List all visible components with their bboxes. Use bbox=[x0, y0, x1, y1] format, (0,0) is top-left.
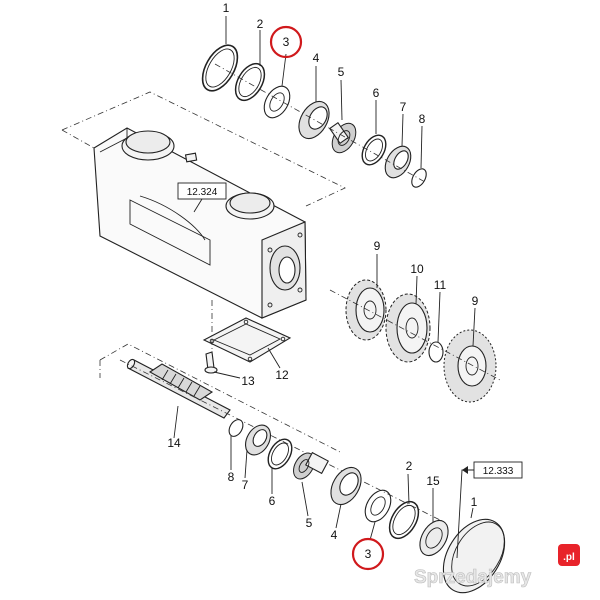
part-number-12: 12 bbox=[275, 368, 289, 382]
top-part-5-gear bbox=[328, 121, 357, 154]
part-number-9-right: 9 bbox=[472, 294, 479, 308]
part-number-11: 11 bbox=[434, 278, 447, 292]
top-part-6-ring bbox=[361, 134, 387, 166]
cover-reference-text: 12.333 bbox=[483, 466, 514, 477]
part-number-3-bottom: 3 bbox=[365, 547, 372, 561]
bottom-part-5-gear bbox=[293, 451, 329, 480]
bottom-part-3-washer bbox=[364, 489, 392, 523]
part-number-9-left: 9 bbox=[374, 239, 381, 253]
gearbox-housing bbox=[61, 91, 346, 319]
cover-reference-label: 12.333 bbox=[456, 461, 523, 559]
part-number-2-top: 2 bbox=[257, 17, 264, 31]
housing-reference-text: 12.324 bbox=[187, 187, 218, 198]
watermark-logo: Sprzedajemy .pl bbox=[414, 544, 580, 588]
part-number-1-top: 1 bbox=[223, 1, 230, 15]
top-part-7-bearing bbox=[384, 145, 412, 179]
gear-9-left bbox=[345, 279, 387, 341]
bottom-part-2-ring bbox=[388, 500, 420, 540]
highlight-circle-top bbox=[269, 25, 303, 59]
cover-plate-12 bbox=[202, 317, 292, 363]
bolt-13 bbox=[204, 351, 218, 374]
part-number-14: 14 bbox=[167, 436, 181, 450]
part-number-15: 15 bbox=[426, 474, 440, 488]
part-number-13: 13 bbox=[241, 374, 255, 388]
part-number-6-top: 6 bbox=[373, 86, 380, 100]
part-number-8-bottom: 8 bbox=[228, 470, 235, 484]
part-number-8-top: 8 bbox=[419, 112, 426, 126]
part-number-7-top: 7 bbox=[400, 100, 407, 114]
bevel-gear-9-right bbox=[443, 329, 497, 403]
bottom-part-6-ring bbox=[267, 438, 293, 470]
washer-11 bbox=[428, 341, 444, 363]
shaft-14 bbox=[119, 358, 441, 521]
part-number-5-top: 5 bbox=[338, 65, 345, 79]
part-number-5-bottom: 5 bbox=[306, 516, 313, 530]
bottom-part-7-bearing bbox=[245, 424, 271, 456]
bottom-part-8-washer bbox=[228, 419, 244, 437]
top-axis bbox=[214, 63, 426, 183]
bottom-part-4-bearing bbox=[330, 466, 362, 506]
bottom-part-1-cover bbox=[442, 518, 506, 594]
gear-10 bbox=[385, 293, 431, 363]
part-number-7-bottom: 7 bbox=[242, 478, 249, 492]
part-number-10: 10 bbox=[410, 262, 424, 276]
watermark-badge bbox=[558, 544, 580, 566]
part-number-4-bottom: 4 bbox=[331, 528, 338, 542]
top-part-3-washer bbox=[263, 85, 291, 119]
housing-reference-label: 12.324 bbox=[177, 182, 227, 213]
top-part-1-ring bbox=[201, 44, 239, 92]
top-part-8-washer bbox=[411, 168, 427, 188]
watermark-text: Sprzedajemy bbox=[414, 567, 532, 588]
part-number-3-top: 3 bbox=[283, 35, 290, 49]
part-number-4: 4 bbox=[313, 51, 320, 65]
watermark-suffix: .pl bbox=[563, 552, 575, 563]
bottom-part-15-seal bbox=[419, 519, 449, 557]
part-number-6-bottom: 6 bbox=[269, 494, 276, 508]
part-number-2-bottom: 2 bbox=[406, 459, 413, 473]
part-number-1-bottom: 1 bbox=[471, 495, 478, 509]
highlight-circle-bottom bbox=[351, 537, 385, 571]
